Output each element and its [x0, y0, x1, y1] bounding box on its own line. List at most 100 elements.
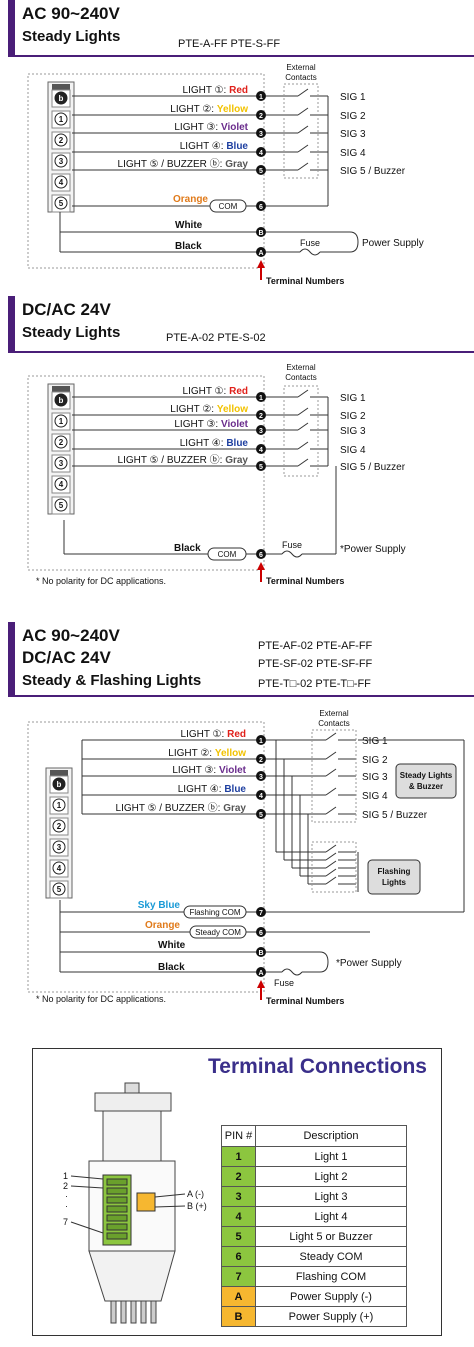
- steady-box-label-1: Steady Lights: [400, 771, 453, 780]
- section3-header: AC 90~240V DC/AC 24V Steady & Flashing L…: [0, 622, 474, 698]
- terminal-1: 1: [259, 738, 263, 745]
- light-label-1: LIGHT ①: Red: [181, 729, 246, 740]
- device-pin: [140, 1300, 147, 1324]
- terminal-screw: [106, 1178, 128, 1186]
- tier-number-circle: [54, 175, 68, 189]
- ext-contacts-label-2: Contacts: [318, 719, 350, 728]
- leader-2: [70, 1185, 104, 1189]
- contact-2-blade: [297, 407, 309, 416]
- device-pin: [150, 1300, 157, 1324]
- contact-5-blade: [325, 806, 337, 815]
- device-top-nub: [124, 1082, 140, 1094]
- pin-cell: 3: [221, 1186, 256, 1207]
- terminal-4-dot: [256, 444, 266, 454]
- device-middle-body: [88, 1160, 176, 1252]
- light-label-1: LIGHT ①: Red: [183, 386, 248, 397]
- device-pin: [130, 1300, 137, 1324]
- tier-number: 2: [59, 136, 64, 145]
- tier-number-circle: [54, 498, 68, 512]
- fuse-label: Fuse: [282, 540, 302, 550]
- terminal-6: 6: [259, 552, 263, 559]
- section3-models-1: PTE-AF-02 PTE-AF-FF: [258, 640, 373, 652]
- terminal-B: B: [258, 230, 263, 237]
- terminal-4-dot: [256, 790, 266, 800]
- tier-number: 1: [59, 115, 64, 124]
- power-brace: [319, 951, 329, 973]
- device-base-drawing: 12··7A (-)B (+): [63, 1082, 207, 1324]
- sig-label-2: SIG 2: [362, 755, 388, 766]
- terminal-2: 2: [259, 413, 263, 420]
- terminal-3-dot: [256, 128, 266, 138]
- fuse-symbol: [281, 550, 303, 558]
- section3-title-line1: AC 90~240V: [22, 626, 120, 645]
- power-supply-label: Power Supply: [362, 238, 424, 249]
- tier-number: 1: [59, 417, 64, 426]
- tier-number: 4: [59, 178, 64, 187]
- flashing-box-label-1: Flashing: [378, 867, 411, 876]
- pin-cell: 4: [221, 1206, 256, 1227]
- section3-models-2: PTE-SF-02 PTE-SF-FF: [258, 658, 373, 670]
- terminal-B: B: [258, 950, 263, 957]
- external-contacts-box: [283, 83, 319, 179]
- terminal-6: 6: [259, 204, 263, 211]
- steady-com-pill: [189, 925, 247, 939]
- black-label: Black: [174, 543, 201, 554]
- header-accent-bar: [8, 0, 15, 56]
- tier-number-circle: [52, 882, 66, 896]
- light-label-3: LIGHT ③: Violet: [174, 419, 248, 430]
- sig-label-1: SIG 1: [340, 393, 366, 404]
- header-underline: [8, 351, 474, 353]
- terminal-2-dot: [256, 410, 266, 420]
- sig-label-5: SIG 5 / Buzzer: [362, 810, 428, 821]
- fuse-label: Fuse: [274, 978, 294, 988]
- tier-number-circle: [54, 477, 68, 491]
- description-cell: Light 5 or Buzzer: [255, 1226, 407, 1247]
- tier-number: 2: [59, 438, 64, 447]
- device-label-a: A (-): [187, 1189, 204, 1199]
- leader-1: [70, 1175, 104, 1180]
- terminal-1: 1: [259, 94, 263, 101]
- tier-number-circle: [54, 196, 68, 210]
- light-label-5: LIGHT ⑤ / BUZZER ⓑ: Gray: [118, 454, 249, 466]
- tier-number-circle: [54, 154, 68, 168]
- header-accent-bar: [8, 622, 15, 696]
- flash-contact-3-blade: [325, 860, 337, 869]
- flash-contact-2-blade: [325, 852, 337, 861]
- contact-5-blade: [297, 458, 309, 467]
- terminal-4-dot: [256, 147, 266, 157]
- dc-polarity-note: * No polarity for DC applications.: [36, 576, 166, 586]
- tier-number-circle: [54, 112, 68, 126]
- terminal-4: 4: [259, 150, 263, 157]
- ext-contacts-label-1: External: [319, 709, 349, 718]
- terminal-5: 5: [259, 464, 263, 471]
- tier-number: 3: [59, 157, 64, 166]
- terminal-screw: [106, 1196, 128, 1204]
- terminal-5-dot: [256, 809, 266, 819]
- terminal-3-dot: [256, 425, 266, 435]
- sig-label-4: SIG 4: [362, 791, 388, 802]
- tower-cap: [50, 770, 68, 778]
- tier-number-circle: [52, 861, 66, 875]
- flashing-box-label-2: Lights: [382, 878, 407, 887]
- contact-5-blade: [297, 162, 309, 171]
- contact-3-blade: [297, 422, 309, 431]
- sig-label-3: SIG 3: [340, 426, 366, 437]
- device-upper-body: [102, 1110, 162, 1162]
- tier-number-circle: [54, 91, 68, 105]
- terminal-5-dot: [256, 461, 266, 471]
- terminal-3: 3: [259, 774, 263, 781]
- terminal-A: A: [258, 250, 263, 257]
- terminal-A: A: [258, 970, 263, 977]
- flash-contact-1-blade: [325, 844, 337, 853]
- terminal-1-dot: [256, 735, 266, 745]
- pin-cell: B: [221, 1306, 256, 1327]
- light-label-4: LIGHT ④: Blue: [180, 141, 249, 152]
- terminal-7: 7: [259, 910, 263, 917]
- housing-outline: [27, 721, 265, 993]
